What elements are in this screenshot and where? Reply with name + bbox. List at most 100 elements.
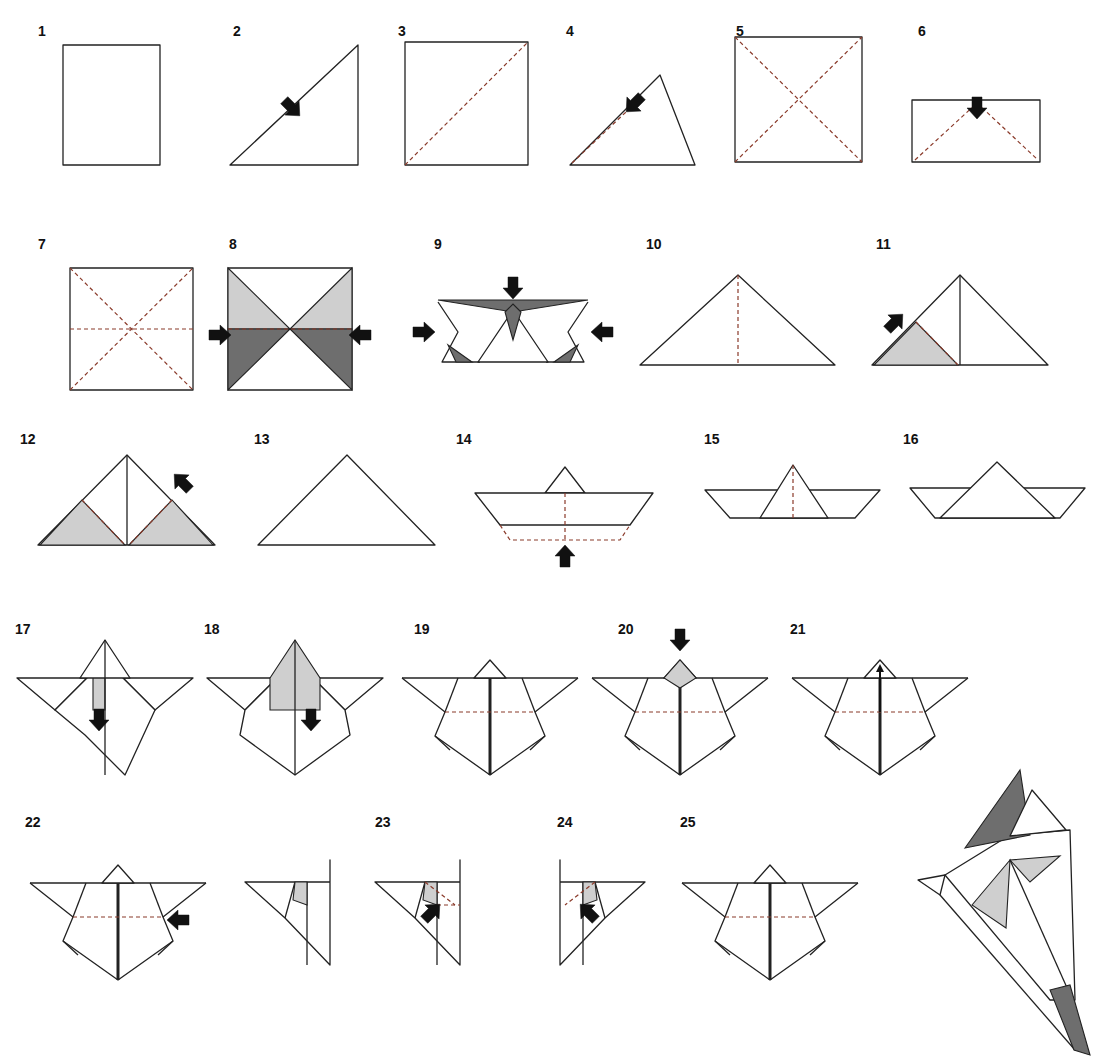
- fold-line: [405, 42, 528, 165]
- paper-shape: [38, 455, 215, 545]
- step-number: 13: [254, 432, 270, 446]
- step-18-body: [207, 640, 383, 775]
- step-12-triangle: [38, 455, 215, 545]
- fold-figure: [301, 709, 321, 731]
- fold-line: [564, 493, 565, 540]
- paper-shape: [872, 275, 1048, 365]
- paper-shape: [70, 268, 193, 390]
- fold-figure: [277, 93, 307, 123]
- step-7-square: [70, 268, 193, 390]
- fold-figure: [402, 660, 578, 775]
- side-view: [245, 860, 330, 965]
- paper-shape: [405, 42, 528, 165]
- fold-line: [940, 895, 1075, 1050]
- paper-shape: [972, 860, 1010, 928]
- step-24-half: [560, 860, 645, 965]
- step-20-body: [592, 629, 768, 775]
- step-number: 5: [736, 24, 744, 38]
- fold-figure: [30, 865, 206, 980]
- fold-figure: [792, 660, 968, 775]
- step-19-body: [402, 660, 578, 775]
- paper-shape: [640, 275, 835, 365]
- fold-line: [425, 882, 455, 905]
- paper-shape: [876, 664, 884, 712]
- fold-figure: [967, 97, 987, 119]
- fold-line: [126, 455, 127, 545]
- step-number: 17: [15, 622, 31, 636]
- fold-figure: [560, 860, 645, 965]
- fold-line: [792, 465, 793, 518]
- step-21-body: [792, 660, 968, 775]
- fold-figure: [591, 322, 613, 342]
- fold-line: [445, 711, 535, 712]
- fold-figure: [417, 897, 447, 927]
- step-number: 7: [38, 237, 46, 251]
- paper-shape: [258, 455, 435, 545]
- step-1-square: [63, 45, 160, 165]
- paper-shape: [290, 329, 352, 390]
- paper-shape: [505, 304, 521, 340]
- fold-line: [916, 322, 958, 365]
- fold-figure: [167, 467, 197, 497]
- step-25-body: [682, 865, 858, 980]
- paper-shape: [63, 45, 160, 165]
- fold-figure: [880, 307, 910, 337]
- fold-line: [70, 268, 193, 390]
- paper-shape: [1010, 790, 1066, 836]
- step-13-triangle: [258, 455, 435, 545]
- fold-figure: [573, 897, 603, 927]
- fold-line: [104, 640, 105, 775]
- paper-shape: [475, 493, 653, 525]
- fold-line: [735, 37, 862, 162]
- step-15-boat: [705, 465, 880, 518]
- paper-shape: [228, 268, 352, 390]
- step-22-body: [30, 865, 206, 980]
- paper-shape: [545, 467, 585, 493]
- step-number: 9: [434, 237, 442, 251]
- fold-figure: [555, 545, 575, 567]
- fold-line: [546, 302, 588, 362]
- fold-figure: [375, 860, 460, 965]
- step-9-collapse: [413, 277, 613, 362]
- step-11-triangle: [872, 275, 1048, 365]
- step-10-triangle: [640, 275, 835, 365]
- fold-figure: [670, 629, 690, 651]
- step-number: 14: [456, 432, 472, 446]
- step-number: 1: [38, 24, 46, 38]
- step-8-square: [209, 268, 371, 390]
- paper-shape: [760, 465, 828, 518]
- paper-shape: [570, 75, 695, 165]
- fold-figure: [167, 910, 189, 930]
- fold-line: [635, 711, 725, 712]
- fold-line: [572, 112, 626, 163]
- fold-figure: [413, 322, 435, 342]
- step-number: 19: [414, 622, 430, 636]
- paper-shape: [965, 770, 1030, 848]
- fold-figure: [89, 709, 109, 731]
- step-2-triangle: [230, 45, 358, 165]
- fold-line: [725, 916, 815, 917]
- step-number: 18: [204, 622, 220, 636]
- fold-line: [294, 640, 295, 775]
- fold-figure: [503, 277, 523, 299]
- step-number: 8: [229, 237, 237, 251]
- fold-line: [70, 328, 193, 329]
- step-number: 20: [618, 622, 634, 636]
- step-number: 4: [566, 24, 574, 38]
- fold-line: [73, 916, 163, 917]
- fold-line: [737, 275, 738, 365]
- paper-shape: [228, 268, 290, 329]
- fold-line: [1010, 860, 1068, 990]
- fold-figure: [619, 89, 649, 119]
- paper-shape: [129, 500, 213, 545]
- fold-line: [70, 268, 193, 390]
- fold-figure: [209, 325, 231, 345]
- fold-figure: [682, 865, 858, 980]
- paper-shape: [290, 268, 352, 329]
- step-23-half: [375, 860, 460, 965]
- step-17-body: [17, 640, 193, 775]
- fold-line: [735, 37, 862, 162]
- paper-shape: [918, 875, 945, 895]
